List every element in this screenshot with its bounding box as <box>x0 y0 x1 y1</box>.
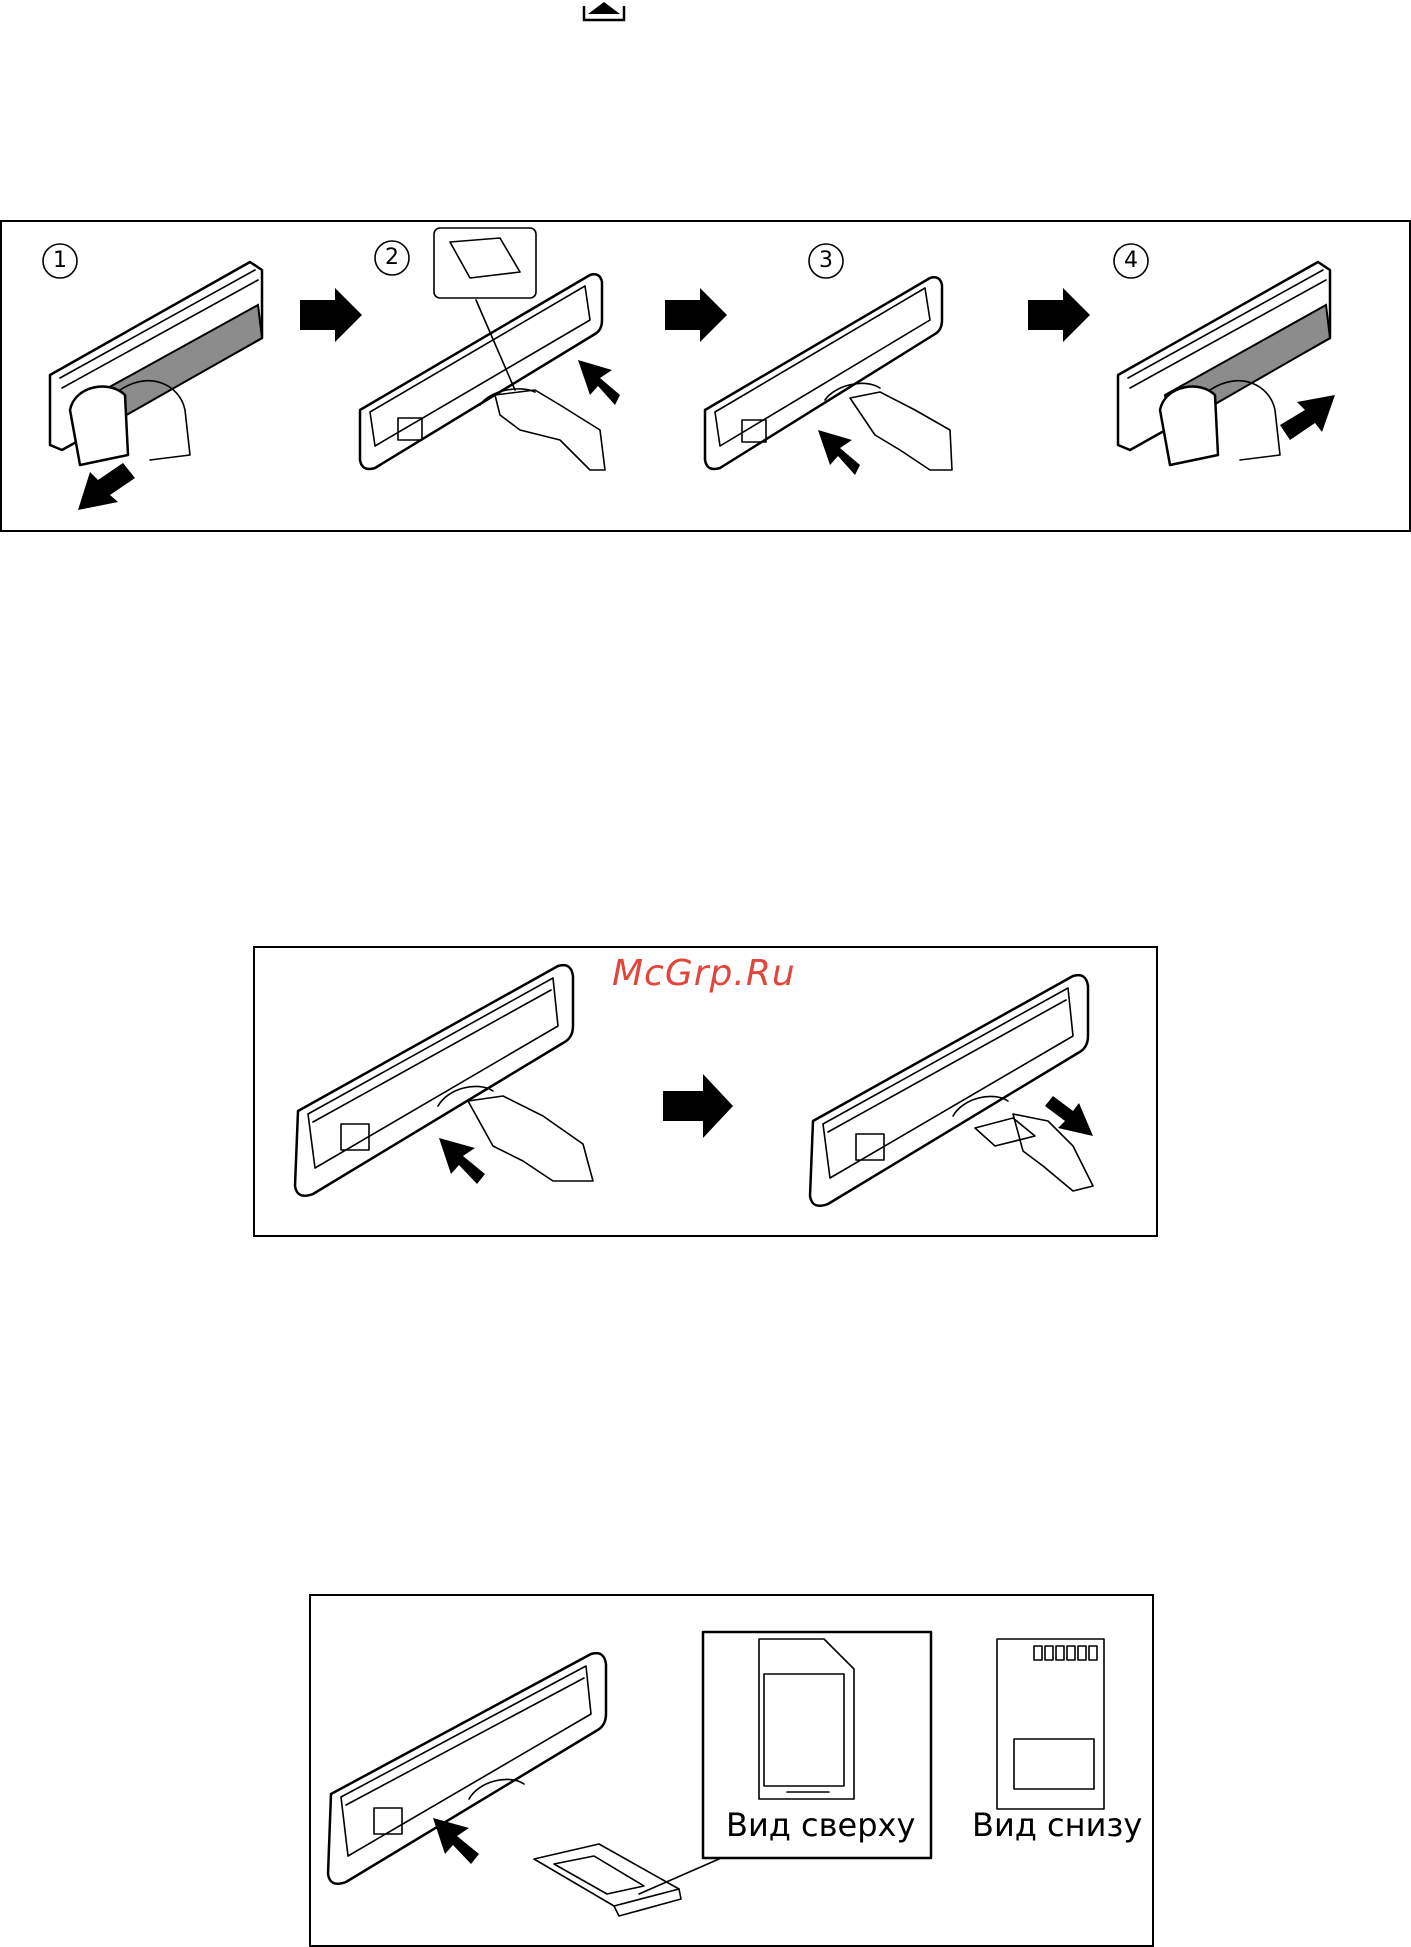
hand-icon <box>850 392 952 470</box>
hand-icon <box>495 390 605 470</box>
arrow-icon <box>300 288 362 342</box>
sd-card-bottom-view <box>997 1639 1104 1809</box>
eject-icon <box>582 0 626 24</box>
arrow-icon <box>78 463 135 510</box>
orientation-illustration <box>309 1594 1154 1947</box>
faceplate-2 <box>360 274 602 469</box>
arrow-icon <box>578 360 620 405</box>
faceplate-eject-right <box>810 975 1088 1206</box>
arrow-icon <box>663 1074 733 1138</box>
step-number-1: 1 <box>53 248 67 273</box>
arrow-icon <box>433 1818 479 1864</box>
faceplate-open-1 <box>50 262 262 465</box>
arrow-icon <box>818 430 860 475</box>
arrow-icon <box>439 1138 485 1184</box>
step-number-4: 4 <box>1124 248 1138 273</box>
sd-card-icon <box>975 1118 1035 1146</box>
faceplate-open-4 <box>1118 262 1330 465</box>
caption-bottom-view: Вид снизу <box>972 1806 1142 1844</box>
faceplate-eject-left <box>295 965 573 1196</box>
sd-card-top-view <box>759 1639 854 1799</box>
arrow-icon <box>1280 395 1335 440</box>
arrow-icon <box>665 288 727 342</box>
sd-card-icon <box>534 1844 719 1916</box>
step-number-2: 2 <box>385 245 399 270</box>
step-number-3: 3 <box>819 248 833 273</box>
watermark: McGrp.Ru <box>612 953 796 994</box>
steps-illustration <box>0 220 1411 532</box>
arrow-icon <box>1045 1096 1093 1136</box>
arrow-icon <box>1028 288 1090 342</box>
hand-icon <box>468 1096 593 1181</box>
caption-top-view: Вид сверху <box>726 1806 915 1844</box>
